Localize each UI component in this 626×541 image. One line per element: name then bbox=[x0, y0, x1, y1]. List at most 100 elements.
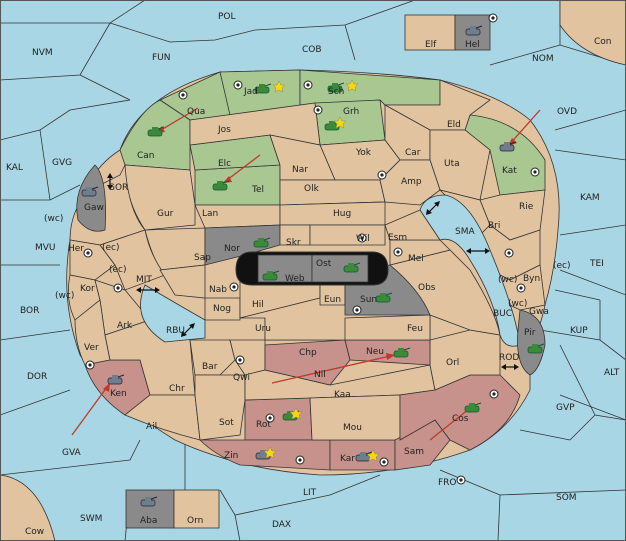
label-FUN: FUN bbox=[152, 53, 171, 63]
land-Orn[interactable] bbox=[173, 489, 220, 529]
sea-RBU[interactable] bbox=[140, 284, 206, 343]
label-KAM: KAM bbox=[580, 193, 600, 203]
label-Mel: Mel bbox=[408, 254, 424, 264]
land-Kat[interactable] bbox=[464, 114, 546, 196]
label-MVU: MVU bbox=[35, 243, 56, 253]
tank-icon bbox=[81, 186, 99, 197]
land-Sch[interactable] bbox=[299, 69, 441, 106]
land-Hel[interactable] bbox=[454, 14, 491, 51]
label-Qwi: Qwi bbox=[233, 373, 250, 383]
passage-markers bbox=[107, 173, 519, 370]
tank-icon bbox=[254, 83, 272, 94]
label-Rot: Rot bbox=[256, 420, 271, 430]
label-Jos: Jos bbox=[217, 125, 231, 135]
label-Hil: Hil bbox=[252, 300, 264, 310]
supply-centers bbox=[83, 13, 540, 485]
label-Ost: Ost bbox=[316, 259, 332, 269]
label-Gwa: Gwa bbox=[529, 307, 549, 317]
supply-center-dot bbox=[504, 248, 514, 258]
label-Her: Her bbox=[68, 244, 84, 254]
label-GOR: GOR bbox=[108, 183, 128, 193]
label-SOM: SOM bbox=[556, 493, 577, 503]
label-DOR: DOR bbox=[27, 372, 47, 382]
label-OVD: OVD bbox=[557, 107, 577, 117]
supply-center-dot bbox=[113, 283, 123, 293]
label-Sam: Sam bbox=[404, 447, 424, 457]
label-Bri: Bri bbox=[488, 221, 500, 231]
label-Byn: Byn bbox=[523, 274, 540, 284]
land-Olk[interactable] bbox=[279, 179, 386, 206]
tank-icon bbox=[375, 292, 393, 303]
land-Kor[interactable] bbox=[99, 229, 166, 291]
supply-center-dot bbox=[295, 455, 305, 465]
supply-center-dot bbox=[229, 282, 239, 292]
label-Jad: Jad bbox=[243, 87, 258, 97]
label-Uru: Uru bbox=[255, 324, 271, 334]
label-Bar: Bar bbox=[202, 362, 218, 372]
tank-icon bbox=[465, 25, 483, 36]
supply-center-dot bbox=[85, 360, 95, 370]
label-Qua: Qua bbox=[187, 107, 205, 117]
label-Eun: Eun bbox=[324, 295, 341, 305]
label-Nor: Nor bbox=[224, 244, 240, 254]
label-Skr: Skr bbox=[286, 238, 301, 248]
land-Tel[interactable] bbox=[194, 164, 281, 206]
label-Hel: Hel bbox=[465, 40, 480, 50]
label-Kor: Kor bbox=[80, 284, 95, 294]
label-Lan: Lan bbox=[202, 209, 218, 219]
star-icon bbox=[289, 407, 303, 420]
label-Rie: Rie bbox=[519, 202, 534, 212]
label-Mou: Mou bbox=[343, 423, 362, 433]
tank-icon bbox=[343, 262, 361, 273]
main-island bbox=[66, 69, 560, 476]
land-Gaw[interactable] bbox=[76, 164, 106, 232]
land-Rot[interactable] bbox=[244, 397, 313, 441]
land-Nab[interactable] bbox=[159, 264, 206, 299]
label-COB: COB bbox=[302, 45, 322, 55]
land-Bar[interactable] bbox=[189, 339, 236, 376]
label-Orn: Orn bbox=[187, 516, 203, 526]
label-Kat: Kat bbox=[502, 166, 517, 176]
land-Sot[interactable] bbox=[194, 374, 246, 441]
label-Zin: Zin bbox=[224, 451, 238, 461]
land-Mou[interactable] bbox=[309, 394, 401, 441]
label-Nab: Nab bbox=[209, 285, 227, 295]
land-Elf[interactable] bbox=[404, 14, 456, 51]
label-SWM: SWM bbox=[80, 514, 102, 524]
star-icon bbox=[333, 116, 347, 129]
tank-icon bbox=[262, 270, 280, 281]
supply-center-dot bbox=[235, 355, 245, 365]
label-coast-ec-byn: (ec) bbox=[553, 261, 571, 271]
supply-center-dot bbox=[377, 170, 387, 180]
supply-center-dot bbox=[530, 167, 540, 177]
star-icon bbox=[263, 446, 277, 459]
land-Pir[interactable] bbox=[517, 309, 546, 376]
label-Pir: Pir bbox=[524, 328, 536, 338]
label-Nog: Nog bbox=[213, 304, 231, 314]
label-ROD: ROD bbox=[499, 353, 519, 363]
land-Wil[interactable] bbox=[309, 224, 386, 246]
supply-center-dot bbox=[178, 90, 188, 100]
label-Eld: Eld bbox=[447, 120, 461, 130]
label-Cos: Cos bbox=[452, 414, 469, 424]
land-Ost[interactable] bbox=[311, 254, 369, 283]
land-Amp[interactable] bbox=[379, 159, 441, 206]
units bbox=[81, 25, 545, 507]
label-Hug: Hug bbox=[333, 209, 351, 219]
land-Nor[interactable] bbox=[204, 224, 281, 266]
label-Esm: Esm bbox=[388, 233, 407, 243]
land-Aba[interactable] bbox=[125, 489, 175, 529]
label-Sot: Sot bbox=[219, 418, 234, 428]
region-labels: POL NVM FUN COB NOM Con OVD KAL GVG GOR … bbox=[6, 12, 620, 537]
star-icon bbox=[345, 79, 359, 92]
label-Can: Can bbox=[137, 151, 155, 161]
tank-icon bbox=[393, 347, 411, 358]
land-Feu[interactable] bbox=[344, 314, 431, 341]
label-coast-ec-kor: (ec) bbox=[109, 265, 127, 275]
label-Nil: Nil bbox=[314, 370, 326, 380]
label-Ver: Ver bbox=[84, 343, 99, 353]
tank-icon bbox=[253, 237, 271, 248]
land-Nog[interactable] bbox=[204, 297, 241, 321]
label-Cow: Cow bbox=[25, 527, 44, 537]
